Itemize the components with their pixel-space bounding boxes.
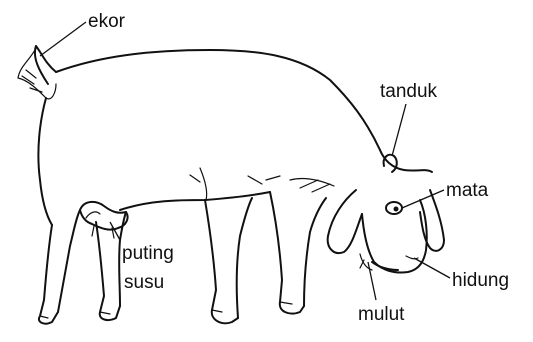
- label-susu: susu: [124, 272, 164, 293]
- goat-head: [328, 150, 444, 273]
- label-mulut: mulut: [358, 304, 405, 325]
- label-mata: mata: [446, 180, 489, 201]
- goat-tail: [18, 46, 56, 99]
- leader-mouth: [368, 262, 376, 300]
- leader-horn: [392, 104, 406, 156]
- label-ekor: ekor: [88, 11, 126, 32]
- goat-body: [38, 50, 380, 225]
- leader-nose: [414, 258, 450, 278]
- label-hidung: hidung: [452, 270, 509, 291]
- leader-teat: [110, 222, 120, 240]
- labels: ekor tanduk mata puting susu hidung mulu…: [88, 11, 509, 325]
- label-tanduk: tanduk: [380, 81, 438, 102]
- label-puting: puting: [122, 243, 174, 264]
- leader-tail: [40, 22, 86, 56]
- goat-front-legs: [205, 192, 326, 323]
